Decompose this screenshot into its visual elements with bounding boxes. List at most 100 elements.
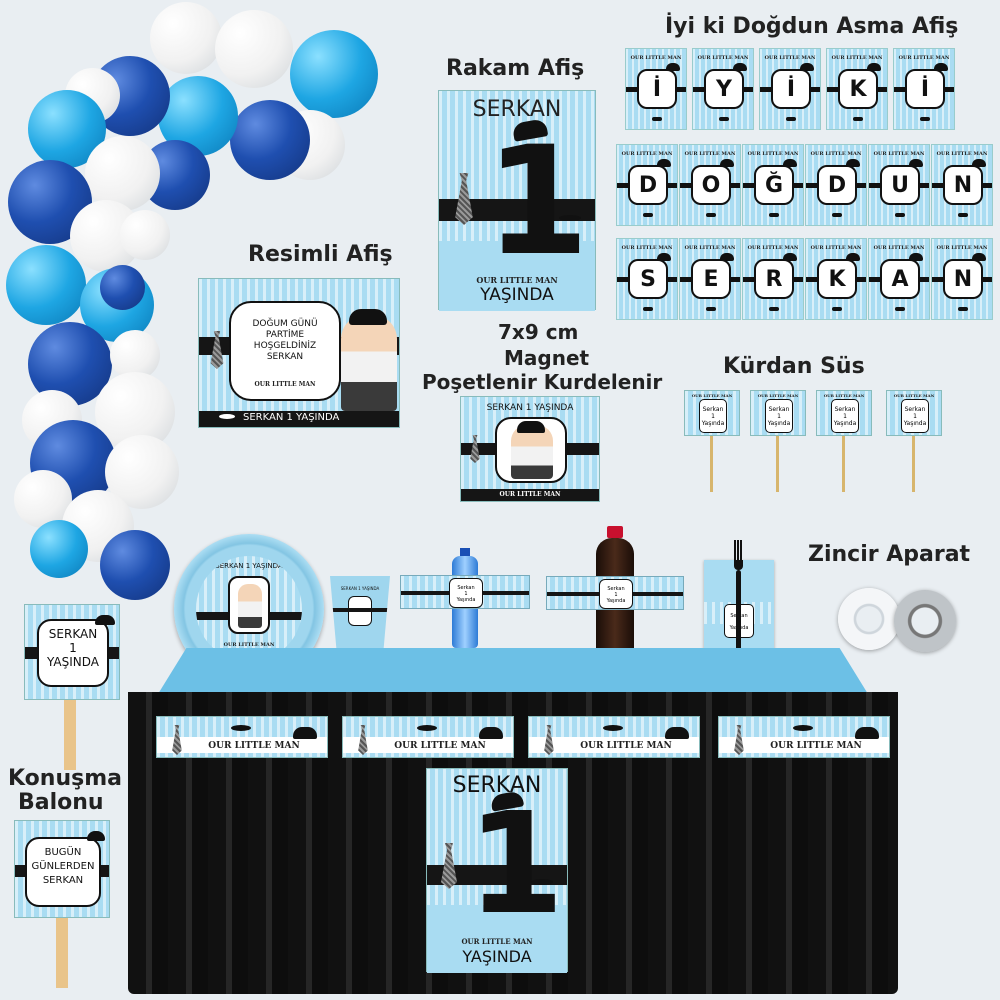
banner-letter: D — [817, 165, 857, 205]
balloon-chain-icon — [894, 590, 956, 652]
speech-sign-frame: BUGÜN GÜNLERDEN SERKAN — [25, 837, 101, 907]
hat-icon — [517, 421, 545, 433]
speech-sign-bottom-line2: GÜNLERDEN — [31, 861, 95, 872]
tie-icon — [734, 725, 744, 755]
bowtie-icon — [706, 213, 716, 217]
mustache-icon — [559, 215, 581, 221]
bowtie-icon — [786, 117, 796, 121]
rakam-afis-tagline: OUR LITTLE MAN — [476, 275, 558, 285]
fork-tine — [740, 540, 742, 562]
cup-band — [330, 608, 390, 612]
banner-card-tag: OUR LITTLE MAN — [630, 55, 682, 61]
banner-card-tag: OUR LITTLE MAN — [747, 245, 799, 251]
rakam-afis-digit: 1 — [485, 115, 590, 289]
plate-frame — [228, 576, 270, 634]
banner-card-tag: OUR LITTLE MAN — [898, 55, 950, 61]
speech-sign-top-line2: 1 — [69, 641, 77, 655]
balloon — [110, 330, 160, 380]
bowtie-icon — [706, 307, 716, 311]
table-banner: OUR LITTLE MAN — [528, 716, 700, 758]
tie-icon — [544, 725, 554, 755]
plate-title: SERKAN 1 YAŞINDA — [215, 562, 283, 570]
banner-letter-card: OUR LITTLE MAN R — [742, 238, 804, 320]
kurdan-line1: Serkan — [702, 406, 724, 413]
bowtie-icon — [895, 213, 905, 217]
resimli-afis-tagline: OUR LITTLE MAN — [254, 381, 316, 388]
hat-icon — [783, 253, 797, 261]
bottle-label-frame: Serkan 1 Yaşında — [449, 578, 483, 608]
bowtie-icon — [643, 307, 653, 311]
speech-sign-bottom-line1: BUGÜN — [44, 847, 82, 858]
kurdan-line2: 1 — [777, 413, 781, 420]
bottle-cap — [460, 548, 470, 556]
heading-balonu: Balonu — [18, 790, 104, 815]
balloon-garland — [0, 0, 400, 620]
mustache-icon — [531, 879, 553, 885]
hat-icon — [909, 253, 923, 261]
table-banner-strip — [157, 737, 327, 753]
resimli-afis-footer-bar: SERKAN 1 YAŞINDA — [199, 411, 399, 427]
hat-icon — [846, 253, 860, 261]
table-poster-name: SERKAN — [452, 773, 542, 798]
bowtie-icon — [895, 307, 905, 311]
kurdan-tag: OUR LITTLE MAN — [823, 393, 865, 398]
banner-card-tag: OUR LITTLE MAN — [831, 55, 883, 61]
baby-photo — [341, 315, 397, 411]
banner-card-tag: OUR LITTLE MAN — [747, 151, 799, 157]
fork-head — [734, 560, 743, 570]
table-banner-tagline: OUR LITTLE MAN — [208, 741, 300, 751]
speech-sign-top-line1: SERKAN — [48, 627, 98, 641]
kurdan-line2: 1 — [843, 413, 847, 420]
tie-icon — [172, 725, 182, 755]
banner-card-tag: OUR LITTLE MAN — [873, 245, 925, 251]
kurdan-line3: Yaşında — [701, 420, 725, 427]
resimli-afis-frame: DOĞUM GÜNÜ PARTİME HOŞGELDİNİZ SERKAN OU… — [229, 301, 341, 401]
kurdan-line3: Yaşında — [833, 420, 857, 427]
speech-sign-bottom: BUGÜN GÜNLERDEN SERKAN — [14, 820, 110, 918]
banner-letter: İ — [905, 69, 945, 109]
cola-label-line1: Serkan — [607, 586, 625, 592]
tie-icon — [470, 435, 480, 463]
magnet-tagline: OUR LITTLE MAN — [499, 491, 561, 498]
banner-card-tag: OUR LITTLE MAN — [621, 245, 673, 251]
banner-letter: N — [943, 165, 983, 205]
hat-icon — [479, 727, 503, 739]
hat-icon — [972, 253, 986, 261]
bowtie-icon — [958, 307, 968, 311]
hat-icon — [846, 159, 860, 167]
kurdan-line1: Serkan — [768, 406, 790, 413]
magnet-footer-bar: OUR LITTLE MAN — [461, 489, 599, 501]
balloon — [150, 2, 222, 74]
speech-sign-top-line3: YAŞINDA — [47, 655, 99, 669]
heading-magnet: Magnet — [504, 346, 590, 370]
rakam-afis-band — [439, 199, 595, 221]
table-top — [158, 648, 868, 694]
banner-letter: O — [691, 165, 731, 205]
baby-photo — [238, 584, 262, 628]
balloon — [100, 530, 170, 600]
banner-letter: N — [943, 259, 983, 299]
banner-letter: R — [754, 259, 794, 299]
hat-icon — [95, 615, 115, 625]
kurdan-tag: OUR LITTLE MAN — [893, 393, 935, 398]
mustache-icon — [603, 725, 623, 731]
banner-card-tag: OUR LITTLE MAN — [684, 245, 736, 251]
kurdan-line1: Serkan — [834, 406, 856, 413]
banner-letter: K — [817, 259, 857, 299]
hat-icon — [349, 309, 387, 325]
